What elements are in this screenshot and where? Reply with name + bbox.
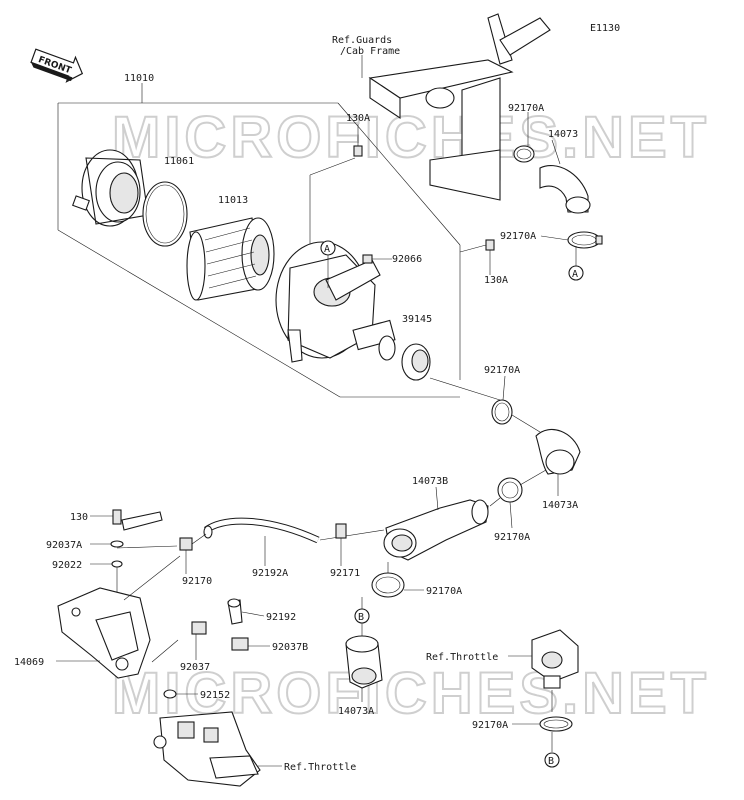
- label-11013: 11013: [218, 195, 248, 206]
- bracket-strap: [121, 511, 163, 531]
- cab-frame-bracket: [368, 13, 551, 201]
- svg-text:B: B: [358, 612, 364, 623]
- air-cleaner-case: [275, 241, 396, 363]
- label-92192A: 92192A: [252, 568, 288, 579]
- svg-text:A: A: [572, 269, 578, 280]
- label-14069: 14069: [14, 657, 44, 668]
- clamp-92037B: [231, 637, 249, 651]
- watermark-top: MICROFICHES.NET: [112, 105, 710, 170]
- label-92022: 92022: [52, 560, 82, 571]
- duct-14073: [539, 164, 591, 214]
- bolt-130: [112, 509, 122, 525]
- label-92192: 92192: [266, 612, 296, 623]
- diagram-code: E1130: [590, 23, 620, 34]
- label-92037B: 92037B: [272, 642, 308, 653]
- front-arrow-icon: FRONT: [30, 48, 84, 83]
- clip-92171: [335, 523, 347, 539]
- label-92152: 92152: [200, 690, 230, 701]
- hose-92192A: [203, 517, 320, 544]
- label-130: 130: [70, 512, 88, 523]
- label-11061: 11061: [164, 156, 194, 167]
- label-11010: 11010: [124, 73, 154, 84]
- label-14073A-top: 14073A: [542, 500, 578, 511]
- air-filter-element: [186, 217, 275, 301]
- ref-guards-label-2: /Cab Frame: [340, 46, 400, 57]
- label-92170A-c: 92170A: [426, 586, 462, 597]
- duct-14073A-top: [535, 428, 581, 475]
- label-14073: 14073: [548, 129, 578, 140]
- label-130A-right: 130A: [484, 275, 508, 286]
- air-cleaner-cover: [72, 149, 149, 227]
- washer-92037A: [110, 540, 124, 548]
- svg-text:B: B: [548, 756, 554, 767]
- bolt-130A-top: [353, 145, 363, 157]
- clamp-92037: [191, 621, 207, 635]
- label-39145: 39145: [402, 314, 432, 325]
- ref-throttle-upper-label: Ref.Throttle: [426, 652, 498, 663]
- ref-guards-label-1: Ref.Guards: [332, 35, 392, 46]
- label-92037: 92037: [180, 662, 210, 673]
- label-14073B: 14073B: [412, 476, 448, 487]
- assembly-bracket-11010: [57, 83, 461, 398]
- label-92066: 92066: [392, 254, 422, 265]
- washer-92152: [163, 689, 177, 699]
- clamp-92170A-top: [513, 145, 535, 163]
- bolt-92066: [362, 254, 373, 264]
- bracket-14069: [57, 587, 151, 679]
- label-92170A-top: 92170A: [508, 103, 544, 114]
- throttle-body-upper: [531, 629, 579, 689]
- clamp-92170: [179, 537, 193, 551]
- elbow-hose-92192: [227, 598, 243, 625]
- callout-B-right: [544, 752, 560, 768]
- svg-text:A: A: [324, 244, 330, 255]
- label-92171: 92171: [330, 568, 360, 579]
- label-92170A-mid: 92170A: [484, 365, 520, 376]
- clamp-92170A-a: [567, 231, 603, 249]
- throttle-body-lower: [153, 711, 261, 787]
- label-14073A-bottom: 14073A: [338, 706, 374, 717]
- clamp-92170A-mid: [491, 399, 513, 425]
- label-92170A-bottom: 92170A: [472, 720, 508, 731]
- label-92037A: 92037A: [46, 540, 82, 551]
- duct-14073B: [383, 499, 489, 561]
- clamp-92170A-bottom: [539, 716, 573, 732]
- o-ring-11061: [142, 181, 188, 247]
- washer-92022: [111, 560, 123, 568]
- label-130A-top: 130A: [346, 113, 370, 124]
- clamp-92170A-b: [497, 477, 523, 503]
- grommet-39145: [401, 343, 431, 381]
- callout-A-right: [568, 265, 584, 281]
- clamp-92170A-c: [371, 572, 405, 598]
- label-92170A-a: 92170A: [500, 231, 536, 242]
- duct-14073A-bottom: [345, 635, 383, 689]
- label-92170: 92170: [182, 576, 212, 587]
- ref-throttle-lower-label: Ref.Throttle: [284, 762, 356, 773]
- label-92170A-b: 92170A: [494, 532, 530, 543]
- bolt-130A-right: [485, 239, 495, 251]
